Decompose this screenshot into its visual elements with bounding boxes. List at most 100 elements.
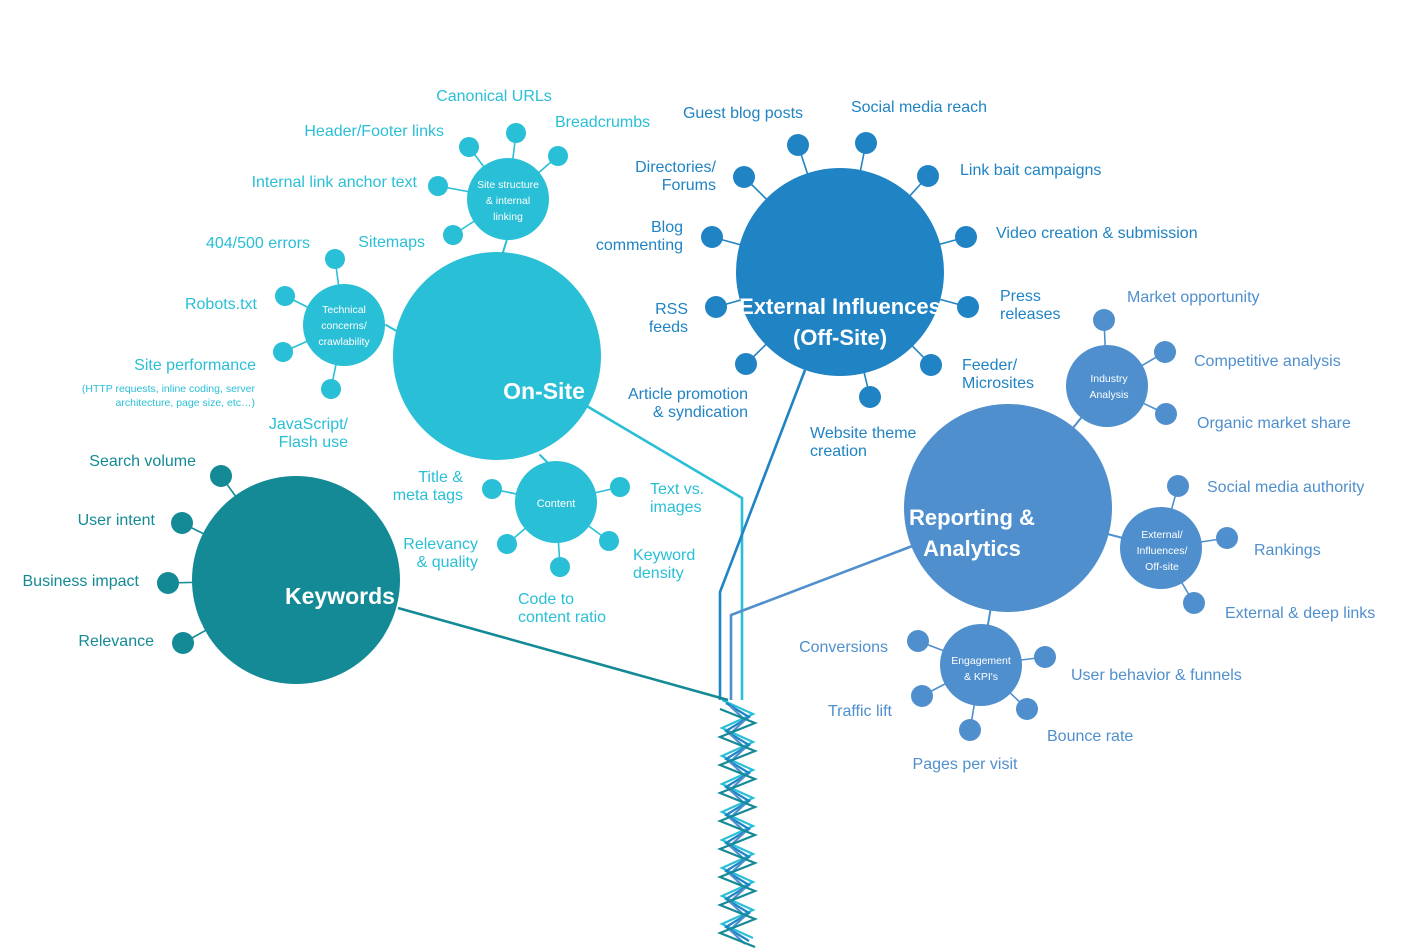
sitemaps-label: Sitemaps [358,234,425,251]
conversions-node [907,630,929,652]
business-impact-label: Business impact [23,573,140,590]
external-offsite-node [1120,507,1202,589]
video-creation-node [955,226,977,248]
reporting-hub [904,404,1112,612]
user-behavior-node [1034,646,1056,668]
user-intent-label: User intent [78,512,156,529]
external-deep-links-node [1183,592,1205,614]
reporting-hub-label: Reporting &Analytics [909,505,1035,561]
guest-blog-posts-node [787,134,809,156]
engagement-node [940,624,1022,706]
business-impact-node [157,572,179,594]
javascript-flash-node [321,379,341,399]
search-volume-node [210,465,232,487]
javascript-flash-label: JavaScript/Flash use [269,416,349,451]
social-media-reach-node [855,132,877,154]
errors-404-500-label: 404/500 errors [206,235,310,252]
competitive-analysis-node [1154,341,1176,363]
technical-node [303,284,385,366]
onsite-hub-label: On-Site [503,378,585,404]
relevance-node [172,632,194,654]
bounce-rate-node [1016,698,1038,720]
pages-per-visit-label: Pages per visit [913,756,1018,773]
external-deep-links-label: External & deep links [1225,605,1375,622]
article-promotion-node [735,353,757,375]
feeder-microsites-node [920,354,942,376]
keywords-hub [192,476,400,684]
branch-external [718,369,807,700]
directories-forums-node [733,166,755,188]
traffic-lift-label: Traffic lift [828,703,893,720]
errors-404-500-node [325,249,345,269]
text-vs-images-node [610,477,630,497]
blog-commenting-node [701,226,723,248]
video-creation-label: Video creation & submission [996,225,1198,242]
traffic-lift-node [911,685,933,707]
robots-txt-label: Robots.txt [185,296,258,313]
bounce-rate-label: Bounce rate [1047,728,1133,745]
conversions-label: Conversions [799,639,888,656]
article-promotion-label: Article promotion& syndication [628,386,748,421]
competitive-analysis-label: Competitive analysis [1194,353,1341,370]
internal-link-anchor-text-node [428,176,448,196]
branch-onsite [584,403,744,700]
canonical-urls-node [506,123,526,143]
external-hub-label: External Influences(Off-Site) [739,294,941,350]
user-behavior-label: User behavior & funnels [1071,667,1242,684]
market-opportunity-node [1093,309,1115,331]
social-media-reach-label: Social media reach [851,99,987,116]
content-label: Content [537,498,576,510]
link-bait-label: Link bait campaigns [960,162,1101,179]
organic-market-share-node [1155,403,1177,425]
keywords-hub-label: Keywords [285,583,395,609]
text-vs-images-label: Text vs.images [650,481,704,516]
breadcrumbs-node [548,146,568,166]
site-performance-label: Site performance [134,357,256,374]
trunk [717,698,758,949]
site-performance-node [273,342,293,362]
branch-reporting [729,543,916,700]
branch-keywords [397,606,729,702]
feeder-microsites-label: Feeder/Microsites [962,357,1034,392]
title-meta-label: Title &meta tags [393,469,464,504]
site-structure-node [467,158,549,240]
content-node [515,461,597,543]
social-media-authority-label: Social media authority [1207,479,1364,496]
guest-blog-posts-label: Guest blog posts [683,105,803,122]
rss-feeds-node [705,296,727,318]
rankings-node [1216,527,1238,549]
relevance-label: Relevance [78,633,154,650]
press-releases-node [957,296,979,318]
keyword-density-node [599,531,619,551]
code-to-content-node [550,557,570,577]
header-footer-links-label: Header/Footer links [304,123,444,140]
canonical-urls-label: Canonical URLs [436,88,552,105]
pages-per-visit-node [959,719,981,741]
rankings-label: Rankings [1254,542,1321,559]
website-theme-node [859,386,881,408]
search-volume-label: Search volume [89,453,196,470]
internal-link-anchor-text-label: Internal link anchor text [252,174,418,191]
header-footer-links-node [459,137,479,157]
directories-forums-label: Directories/Forums [635,159,716,194]
relevancy-quality-label: Relevancy& quality [403,536,478,571]
relevancy-quality-node [497,534,517,554]
title-meta-node [482,479,502,499]
onsite-hub [393,252,601,460]
social-media-authority-node [1167,475,1189,497]
external-hub [736,168,944,376]
sitemaps-node [443,225,463,245]
link-bait-node [917,165,939,187]
industry-node [1066,345,1148,427]
external-offsite-label: External/Influences/Off-site [1137,529,1188,573]
